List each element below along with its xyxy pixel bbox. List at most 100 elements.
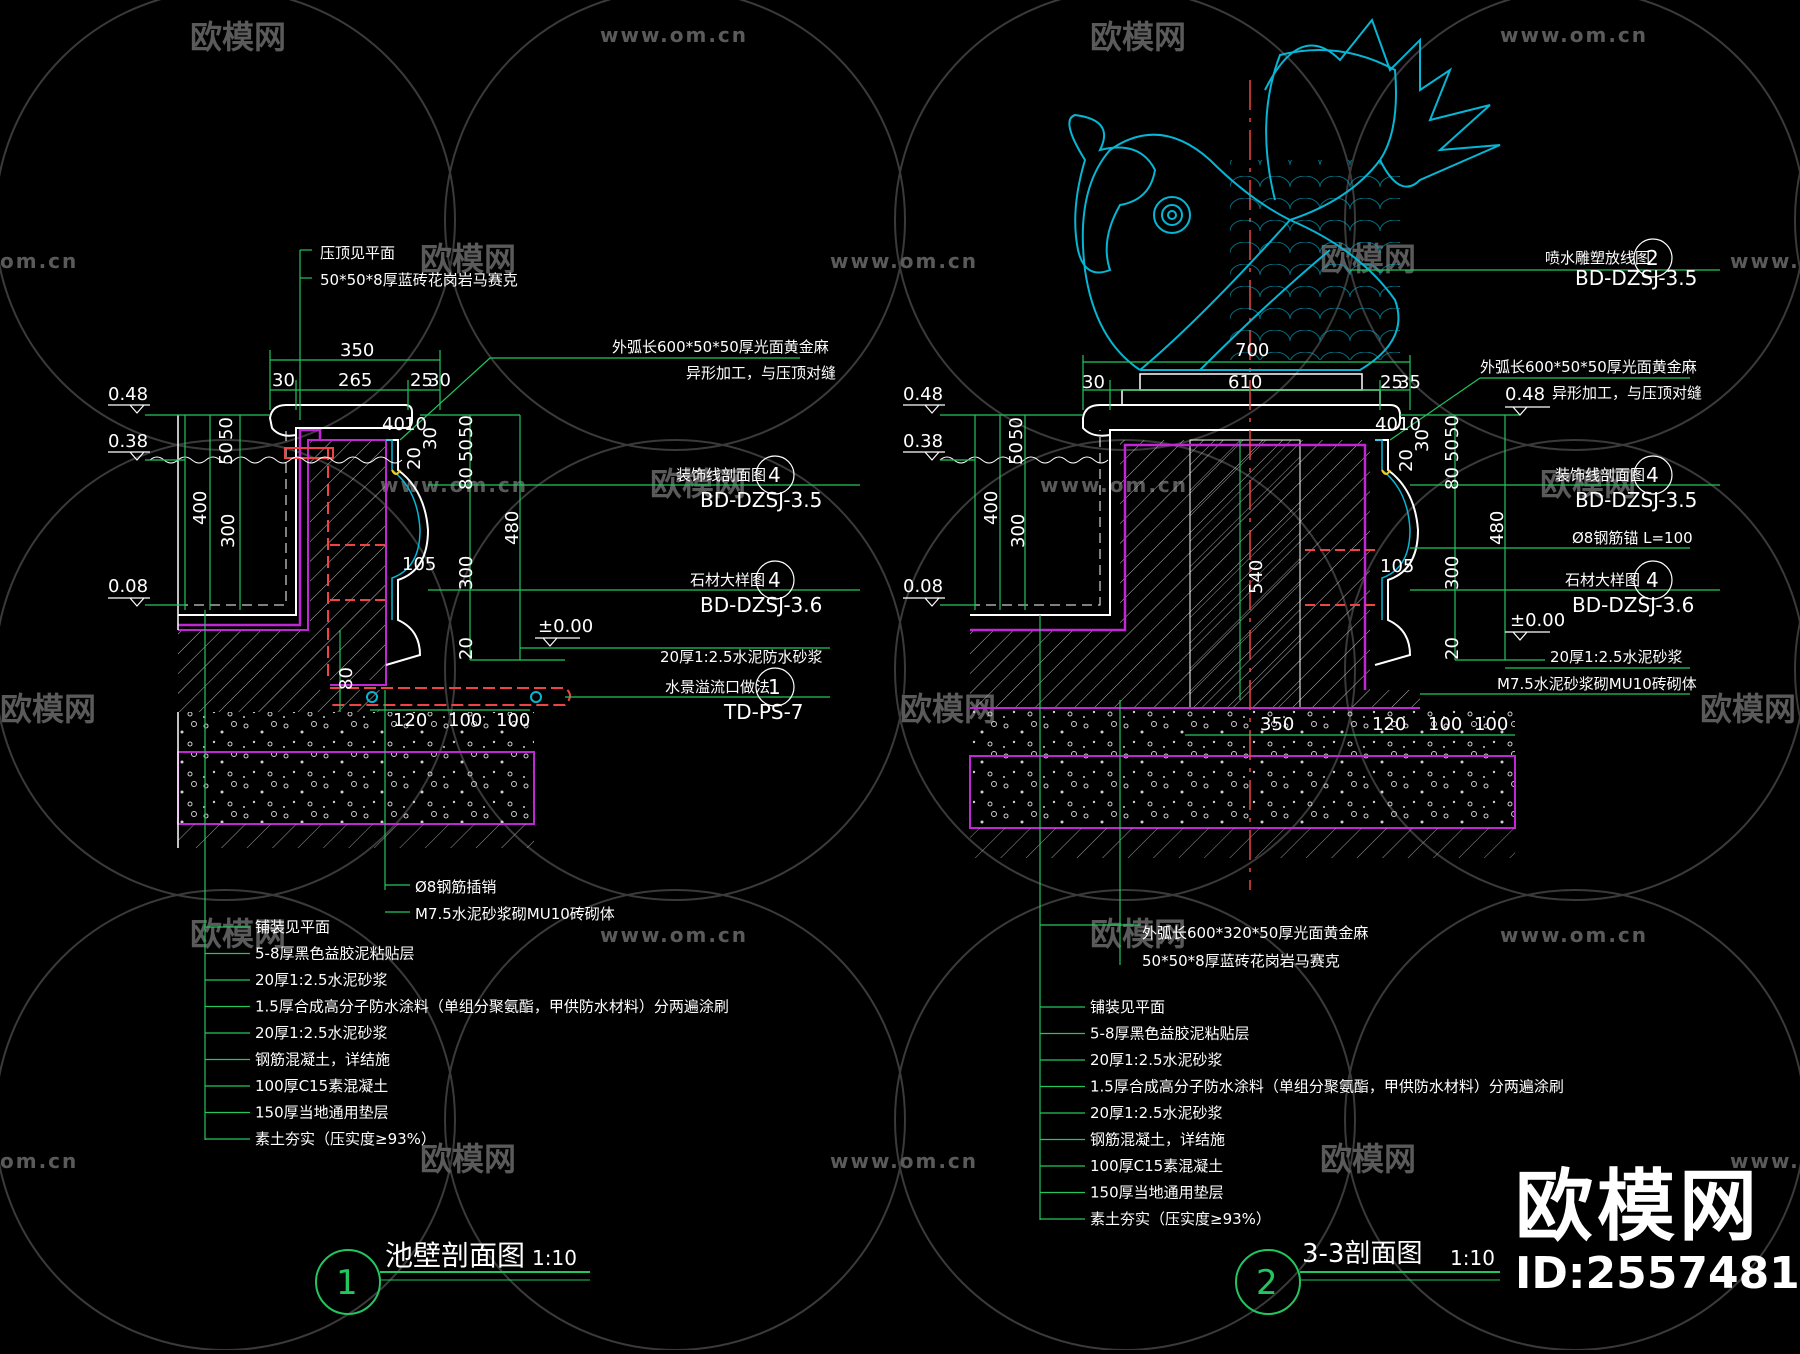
right-dim-b350: 350 (1260, 714, 1294, 735)
left-layer-7: 150厚当地通用垫层 (255, 1104, 389, 1122)
left-callout-detail-code: BD-DZSJ-3.6 (700, 593, 822, 617)
left-dim-r80: 80 (456, 467, 477, 490)
left-title-num: 1 (336, 1263, 358, 1303)
watermark-brand-0: 欧模网 (190, 18, 286, 56)
left-layer-5: 钢筋混凝土，详结施 (255, 1051, 390, 1069)
watermark-brand-6: 欧模网 (0, 690, 96, 728)
right-dim-40: 40 (1375, 414, 1398, 435)
watermark-url-0: www.om.cn (600, 23, 748, 47)
left-dim-10: 10 (404, 414, 427, 435)
left-callout-detail-num: 4 (768, 568, 781, 592)
left-rc-slab (178, 630, 380, 712)
watermark-ring-1 (444, 0, 906, 451)
watermark-url-2: www.om.cn (830, 249, 978, 273)
right-dim-r300: 300 (1442, 556, 1463, 590)
right-callout-decor: 装饰线剖面图 (1555, 466, 1645, 484)
left-callout-overflow-code: TD-PS-7 (723, 700, 804, 724)
right-dim-lines (940, 269, 1720, 1220)
right-concrete-layer (970, 708, 1515, 756)
right-dim-400: 400 (981, 491, 1002, 525)
watermark-brand-12: 欧模网 (1320, 1140, 1416, 1178)
left-wall-body (290, 440, 385, 680)
right-dim-r480: 480 (1487, 511, 1508, 545)
left-dim-b100a: 100 (448, 710, 482, 731)
left-water-surface (149, 456, 403, 464)
left-note-brick: M7.5水泥砂浆砌MU10砖砌体 (415, 905, 615, 923)
right-callout-brick: M7.5水泥砂浆砌MU10砖砌体 (1497, 675, 1697, 693)
right-callout-fountain: 喷水雕塑放线图 (1545, 249, 1650, 267)
right-note-mosaic: 50*50*8厚蓝砖花岗岩马赛克 (1142, 952, 1340, 970)
right-dim-r20: 20 (1442, 637, 1463, 660)
right-layer-6: 100厚C15素混凝土 (1090, 1157, 1223, 1175)
right-callout-stone: 外弧长600*50*50厚光面黄金麻 (1480, 358, 1697, 376)
watermark-brand-10: 欧模网 (1090, 915, 1186, 953)
right-dim-r50a: 50 (1442, 415, 1463, 438)
left-level-000: ±0.00 (538, 616, 593, 637)
watermark-url-9: www.om.cn (1730, 1149, 1800, 1173)
right-layer-4: 20厚1:2.5水泥砂浆 (1090, 1104, 1223, 1122)
left-layer-6: 100厚C15素混凝土 (255, 1077, 388, 1095)
left-dim-r50a: 50 (456, 415, 477, 438)
watermark-ring-12 (1794, 617, 1800, 723)
left-level-symbols (108, 404, 580, 647)
right-title-num: 2 (1256, 1263, 1278, 1303)
watermark-ring-13 (1794, 167, 1800, 273)
left-layer-4: 20厚1:2.5水泥砂浆 (255, 1024, 388, 1042)
watermark-ring-0 (0, 0, 456, 451)
left-dim-r480: 480 (502, 511, 523, 545)
watermark-url-6: www.om.cn (600, 923, 748, 947)
right-dim-30: 30 (1082, 372, 1105, 393)
watermark-brand-5: 欧模网 (1540, 465, 1636, 503)
brand-id: ID:2557481 (1515, 1248, 1800, 1299)
left-callout-decor-code: BD-DZSJ-3.5 (700, 488, 822, 512)
right-scale: 1:10 (1450, 1246, 1495, 1270)
left-dim-25: 25 (410, 370, 433, 391)
left-level-038: 0.38 (108, 431, 148, 452)
right-layer-3: 1.5厚合成高分子防水涂料（单组分聚氨酯，甲供防水材料）分两遍涂刷 (1090, 1078, 1564, 1096)
right-layer-8: 素土夯实（压实度≥93%） (1090, 1210, 1271, 1228)
right-dim-r80: 80 (1442, 467, 1463, 490)
left-note-mosaic: 50*50*8厚蓝砖花岗岩马赛克 (320, 271, 518, 289)
watermark-brand-9: 欧模网 (190, 915, 286, 953)
left-callout-decor: 装饰线剖面图 (676, 466, 766, 484)
watermark-url-7: www.om.cn (1500, 923, 1648, 947)
left-gravel-layer (177, 751, 535, 825)
left-texts: 压顶见平面 50*50*8厚蓝砖花岗岩马赛克 350 30 265 25 30 … (108, 244, 836, 1303)
right-dim-20: 20 (1396, 449, 1417, 472)
watermark-url-8: www.om.cn (830, 1149, 978, 1173)
right-callout-fountain-num: 2 (1646, 246, 1659, 270)
right-dim-r50b: 50 (1442, 439, 1463, 462)
left-callout-overflow-num: 1 (768, 675, 781, 699)
right-callout-detail: 石材大样图 (1565, 571, 1640, 589)
right-dim-35: 35 (1398, 372, 1421, 393)
left-section (108, 249, 860, 1315)
left-layer-3: 1.5厚合成高分子防水涂料（单组分聚氨酯，甲供防水材料）分两遍涂刷 (255, 998, 729, 1016)
right-level-symbols (903, 404, 1550, 641)
left-dim-r300: 300 (456, 556, 477, 590)
left-callout-circles (755, 455, 795, 707)
left-overflow-pipe (330, 687, 571, 706)
left-waterproof (178, 428, 322, 627)
right-callout-mortar: 20厚1:2.5水泥砂浆 (1550, 648, 1683, 666)
right-callout-stone-2: 异形加工，与压顶对缝 (1552, 384, 1702, 402)
right-title-circle (1235, 1249, 1301, 1315)
right-layer-5: 钢筋混凝土，详结施 (1090, 1131, 1225, 1149)
right-layer-0: 铺装见平面 (1090, 998, 1165, 1016)
left-level-048: 0.48 (108, 384, 148, 405)
brand-name: 欧模网 (1515, 1162, 1762, 1252)
left-title: 池壁剖面图 (385, 1239, 525, 1272)
right-waterproof (970, 443, 1367, 690)
left-layer-2: 20厚1:2.5水泥砂浆 (255, 971, 388, 989)
right-level-038: 0.38 (903, 431, 943, 452)
left-dim-l300: 300 (218, 514, 239, 548)
left-concrete-layer (178, 712, 534, 752)
right-callout-decor-code: BD-DZSJ-3.5 (1575, 488, 1697, 512)
left-dim-105: 105 (402, 554, 436, 575)
watermark-brand-8: 欧模网 (1700, 690, 1796, 728)
left-callout-mortar: 20厚1:2.5水泥防水砂浆 (660, 648, 823, 666)
right-dim-10: 10 (1398, 414, 1421, 435)
right-dim-30c: 30 (1412, 429, 1433, 452)
watermark-brand-1: 欧模网 (1090, 18, 1186, 56)
right-layer-2: 20厚1:2.5水泥砂浆 (1090, 1051, 1223, 1069)
